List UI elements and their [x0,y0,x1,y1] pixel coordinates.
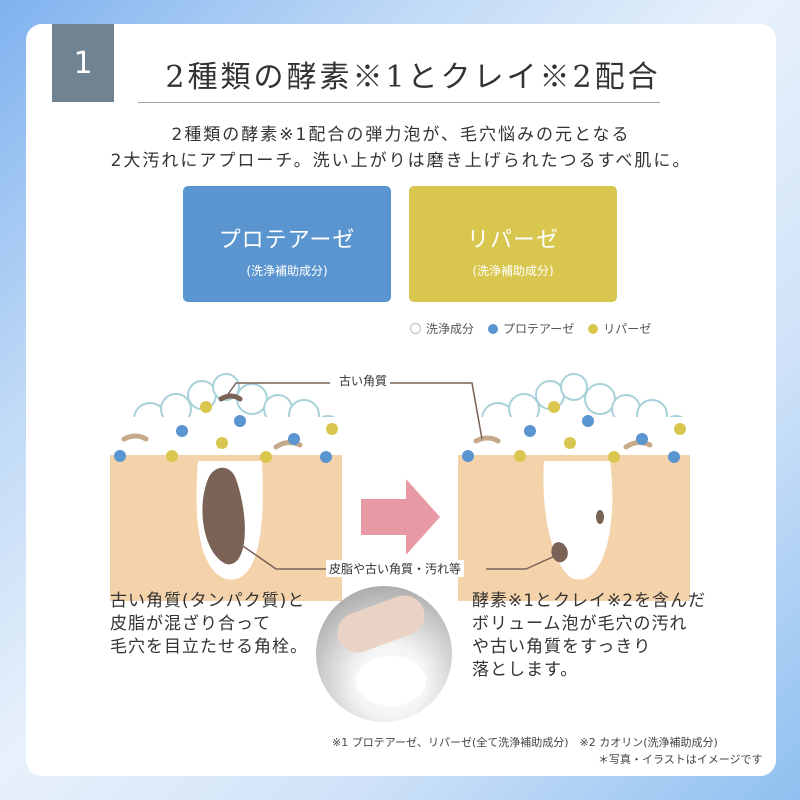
foam-photo [316,586,452,722]
blue-dot-icon [488,323,499,334]
before-pore-illustration [110,373,342,601]
caption-after: 酵素※1とクレイ※2を含んだ ボリューム泡が毛穴の汚れ や古い角質をすっきり 落… [472,590,706,682]
subtitle-line-1: 2種類の酵素※1配合の弾力泡が、毛穴悩みの元となる [171,125,631,145]
step-badge: 1 [52,24,114,102]
legend-label: 洗浄成分 [426,322,475,336]
legend-label: リパーゼ [603,322,652,336]
caption-line: や古い角質をすっきり [472,637,652,657]
sebum-label: 皮脂や古い角質・汚れ等 [326,560,465,577]
legend: 洗浄成分 プロテアーゼ リパーゼ [410,320,665,337]
legend-label: プロテアーゼ [503,322,575,336]
feature-card: 1 2種類の酵素※1とクレイ※2配合 2種類の酵素※1配合の弾力泡が、毛穴悩みの… [26,24,776,776]
caption-line: 酵素※1とクレイ※2を含んだ [472,591,707,611]
title-divider [138,102,660,103]
caption-line: 皮脂が混ざり合って [110,614,272,634]
after-pore-illustration [386,373,690,601]
old-keratin-label: 古い角質 [336,372,391,389]
page-title: 2種類の酵素※1とクレイ※2配合 [165,60,661,95]
lipase-box: リパーゼ (洗浄補助成分) [409,186,617,302]
footnote-image-disclaimer: ＊写真・イラストはイメージです [598,753,763,766]
protease-box: プロテアーゼ (洗浄補助成分) [183,186,391,302]
lipase-note: (洗浄補助成分) [472,264,554,278]
caption-before: 古い角質(タンパク質)と 皮脂が混ざり合って 毛穴を目立たせる角栓。 [110,590,308,659]
caption-line: ボリューム泡が毛穴の汚れ [472,614,688,634]
caption-line: 古い角質(タンパク質)と [110,591,306,611]
arrow-right-icon [361,479,440,555]
legend-item-lipase: リパーゼ [588,320,651,337]
legend-item-protease: プロテアーゼ [488,320,574,337]
protease-name: プロテアーゼ [218,228,356,253]
caption-line: 落とします。 [472,660,579,680]
lipase-name: リパーゼ [466,228,559,253]
pore-illustration [110,373,690,601]
legend-item-cleanser: 洗浄成分 [410,320,474,337]
caption-line: 毛穴を目立たせる角栓。 [110,637,308,657]
white-dot-icon [410,323,421,334]
protease-note: (洗浄補助成分) [246,264,328,278]
yellow-dot-icon [588,323,599,334]
footnote-ingredients: ※1 プロテアーゼ、リパーゼ(全て洗浄補助成分) ※2 カオリン(洗浄補助成分) [332,736,718,749]
subtitle-line-2: 2大汚れにアプローチ。洗い上がりは磨き上げられたつるすべ肌に。 [110,151,692,171]
